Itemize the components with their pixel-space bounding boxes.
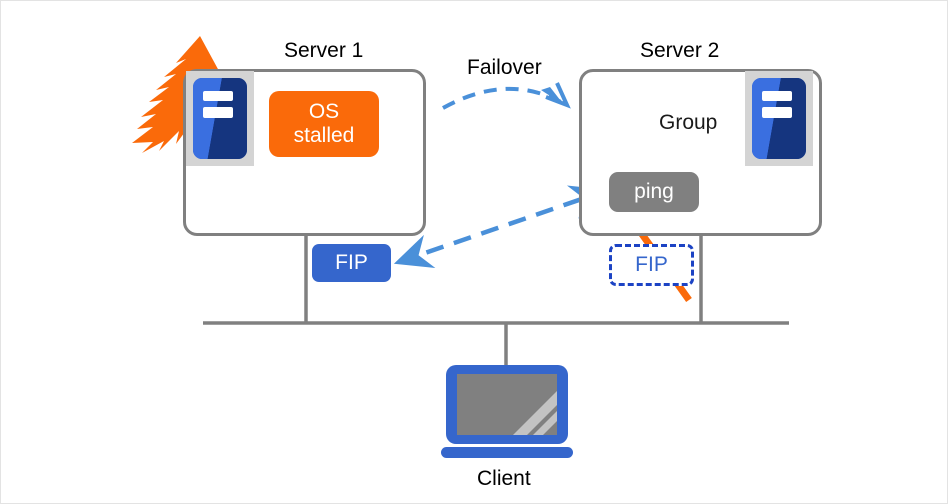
network-lines — [203, 235, 789, 367]
fip-inactive-badge: FIP — [609, 244, 694, 286]
os-stalled-line1: OS — [308, 100, 340, 124]
server-tower-bar-2a — [761, 90, 793, 102]
server-tower-bar-2b — [761, 107, 793, 118]
server2-title: Server 2 — [640, 39, 720, 62]
server1-title: Server 1 — [284, 39, 364, 62]
laptop-icon — [441, 365, 573, 458]
server-tower-bar-1b — [202, 107, 234, 118]
ping-badge: ping — [609, 172, 699, 212]
client-label: Client — [477, 467, 531, 490]
server-tower-icon-1 — [186, 71, 254, 166]
os-stalled-line2: stalled — [293, 124, 355, 147]
fip-active-badge: FIP — [312, 244, 391, 282]
server-tower-bar-1a — [202, 90, 234, 102]
server-tower-icon-2 — [745, 71, 813, 166]
ping-fip-link-arrow — [393, 185, 609, 269]
server-tower-body-1 — [193, 78, 247, 159]
failover-label: Failover — [467, 56, 542, 79]
group-label: Group — [659, 111, 718, 134]
failover-arrow — [442, 82, 571, 110]
os-stalled-badge: OS stalled — [269, 91, 379, 157]
server-tower-body-2 — [752, 78, 806, 159]
